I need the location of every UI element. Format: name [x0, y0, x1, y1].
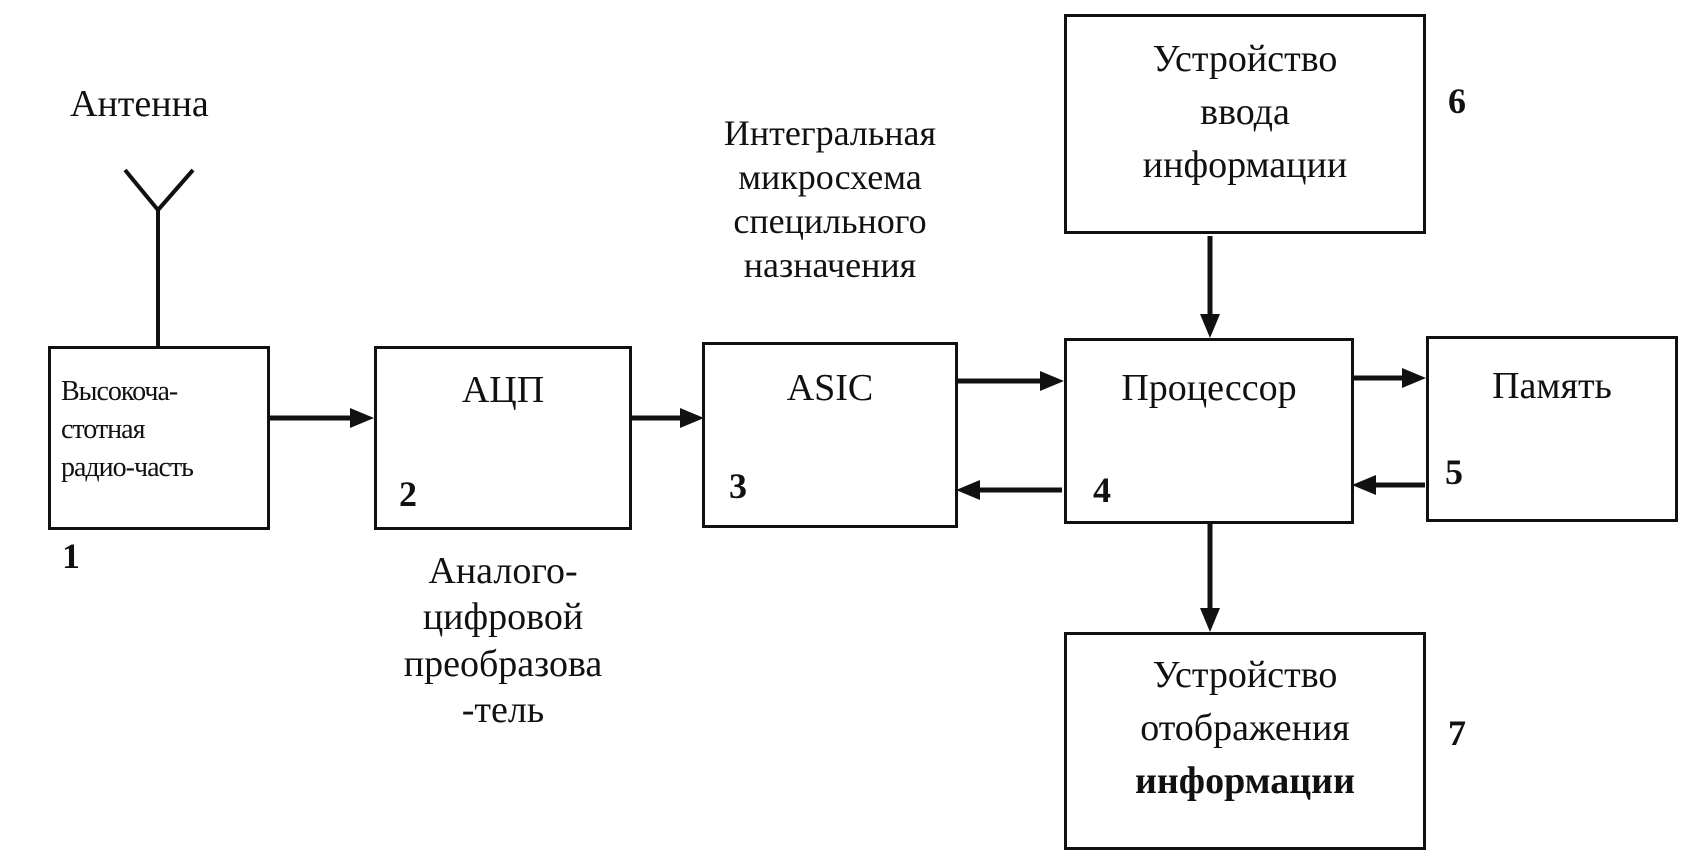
arrowhead-rf-to-adc	[350, 408, 374, 428]
block-memory: Память 5	[1426, 336, 1678, 522]
arrowhead-input-to-cpu	[1200, 314, 1220, 338]
block-display-text: Устройство отображения информации	[1135, 654, 1355, 803]
block-display-number: 7	[1448, 713, 1466, 753]
block-memory-number: 5	[1445, 452, 1463, 492]
antenna-icon	[123, 168, 195, 347]
block-cpu: Процессор 4	[1064, 338, 1354, 524]
block-memory-title: Память	[1492, 365, 1612, 407]
block-rf-number: 1	[62, 536, 80, 576]
block-asic: ASIC 3	[702, 342, 958, 528]
block-input-number: 6	[1448, 81, 1466, 121]
block-rf-text: Высокоча- стотная радио-часть	[61, 376, 194, 483]
arrowhead-cpu-to-asic	[956, 480, 980, 500]
block-adc-title: АЦП	[461, 369, 545, 411]
caption-asic: Интегральная микросхема специльного назн…	[723, 113, 937, 285]
arrowhead-asic-to-cpu	[1040, 371, 1064, 391]
arrowhead-memory-to-cpu	[1352, 475, 1376, 495]
antenna-label: Антенна	[70, 83, 209, 125]
block-input-text: Устройство ввода информации	[1142, 38, 1348, 187]
block-asic-title: ASIC	[786, 367, 874, 409]
block-cpu-title: Процессор	[1121, 367, 1297, 409]
arrowhead-cpu-to-memory	[1402, 368, 1426, 388]
block-adc-number: 2	[399, 474, 417, 514]
arrowhead-cpu-to-display	[1200, 608, 1220, 632]
block-asic-number: 3	[729, 466, 747, 506]
caption-adc: Аналого- цифровой преобразова -тель	[403, 550, 603, 732]
block-cpu-number: 4	[1093, 470, 1111, 510]
arrowhead-adc-to-asic	[680, 408, 704, 428]
block-adc: АЦП 2	[374, 346, 632, 530]
block-input: Устройство ввода информации	[1064, 14, 1426, 234]
block-rf: Высокоча- стотная радио-часть	[48, 346, 270, 530]
block-display: Устройство отображения информации	[1064, 632, 1426, 850]
